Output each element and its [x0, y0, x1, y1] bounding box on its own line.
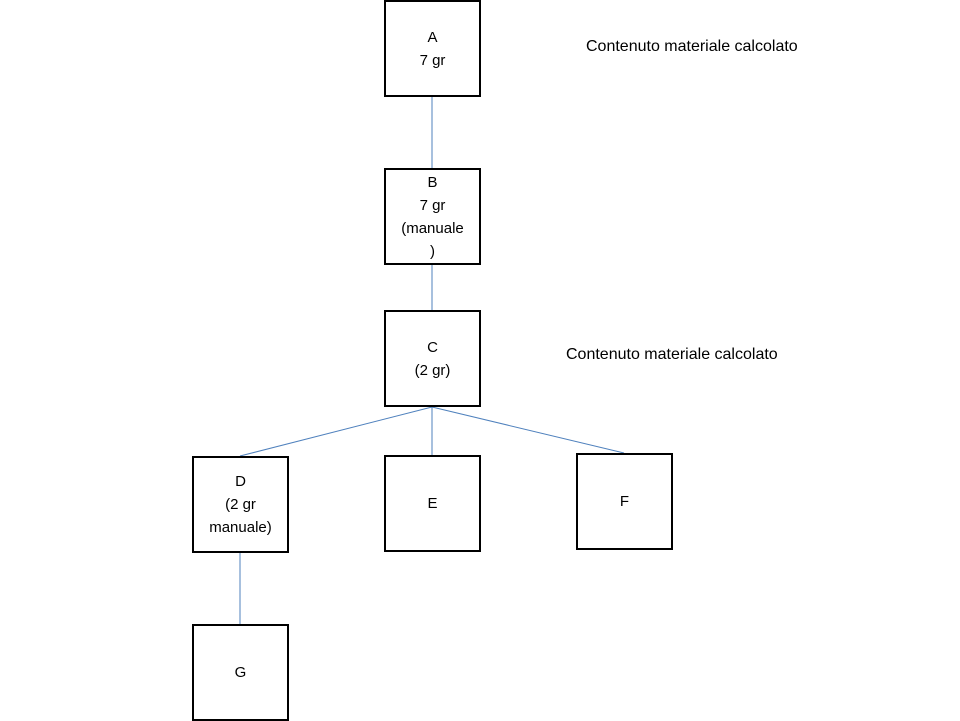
node-b-line-4: ) — [430, 242, 435, 260]
note-middle: Contenuto materiale calcolato — [566, 346, 778, 363]
node-c: C (2 gr) — [384, 310, 481, 407]
node-f: F — [576, 453, 673, 550]
node-a-line-1: A — [427, 28, 438, 46]
node-e-line-1: E — [427, 495, 438, 512]
node-c-line-2: (2 gr) — [414, 361, 451, 379]
node-c-line-1: C — [427, 338, 438, 356]
node-d-line-2: (2 gr — [225, 496, 256, 513]
note-top: Contenuto materiale calcolato — [586, 38, 798, 55]
edge-c-d — [239, 406, 433, 457]
node-g-line-1: G — [234, 664, 247, 681]
node-a: A 7 gr — [384, 0, 481, 97]
node-a-line-2: 7 gr — [419, 51, 446, 69]
node-d-line-1: D — [235, 473, 246, 490]
node-b-line-3: (manuale — [401, 219, 464, 237]
edge-c-f — [431, 406, 625, 454]
node-d: D (2 gr manuale) — [192, 456, 289, 553]
node-g: G — [192, 624, 289, 721]
node-d-line-3: manuale) — [209, 519, 272, 536]
node-b-line-1: B — [427, 173, 438, 191]
node-b-line-2: 7 gr — [419, 196, 446, 214]
node-b: B 7 gr (manuale ) — [384, 168, 481, 265]
node-f-line-1: F — [619, 493, 630, 510]
node-e: E — [384, 455, 481, 552]
